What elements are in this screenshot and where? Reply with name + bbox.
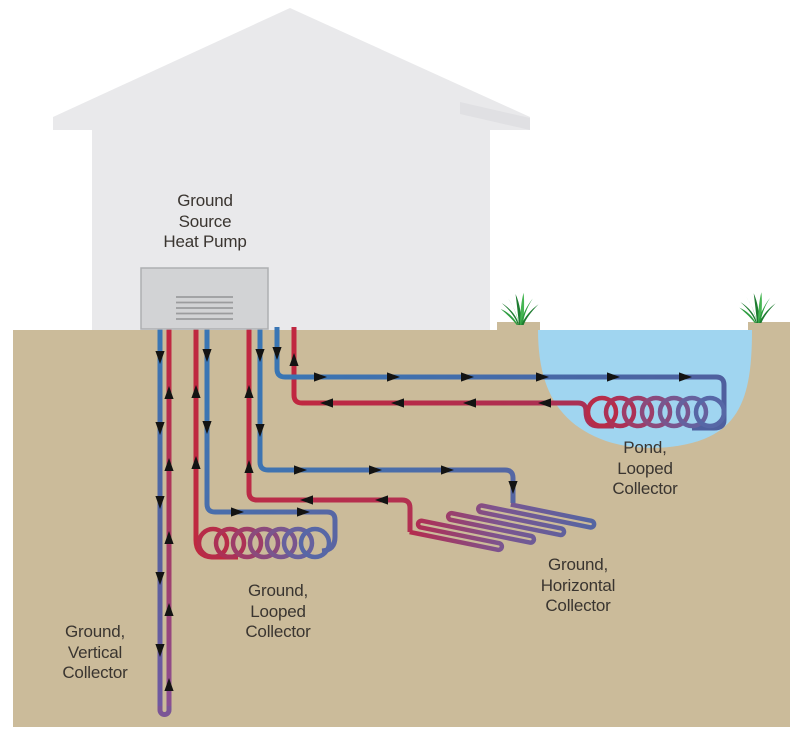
ground-looped-coil xyxy=(196,526,332,560)
house xyxy=(53,8,530,331)
grass-icon xyxy=(739,292,776,323)
pipe-looped-supply xyxy=(204,324,338,554)
ground-horizontal-serpentine xyxy=(409,502,597,553)
house-eave-shade xyxy=(460,102,530,130)
pipe-vertical-ubend xyxy=(157,706,172,717)
heat-pump-label: Ground Source Heat Pump xyxy=(163,191,247,251)
pond-looped-coil xyxy=(585,395,727,429)
vent-icon xyxy=(176,296,233,320)
ground-ledge-left xyxy=(497,322,540,332)
ground-ledge-right xyxy=(748,322,790,332)
label-ground-looped-collector: Ground, Looped Collector xyxy=(245,581,311,641)
label-ground-vertical-collector: Ground, Vertical Collector xyxy=(62,622,128,682)
label-pond-looped-collector: Pond, Looped Collector xyxy=(612,438,678,498)
heat-pump-unit xyxy=(140,267,269,330)
pipe-horizontal-supply xyxy=(257,324,516,503)
pipe-horizontal-return xyxy=(246,324,413,532)
pipe-pond-supply xyxy=(274,327,727,431)
grass-icon xyxy=(500,292,539,325)
pipes xyxy=(157,324,727,717)
pipe-pond-return xyxy=(291,327,614,429)
label-ground-horizontal-collector: Ground, Horizontal Collector xyxy=(540,555,616,615)
